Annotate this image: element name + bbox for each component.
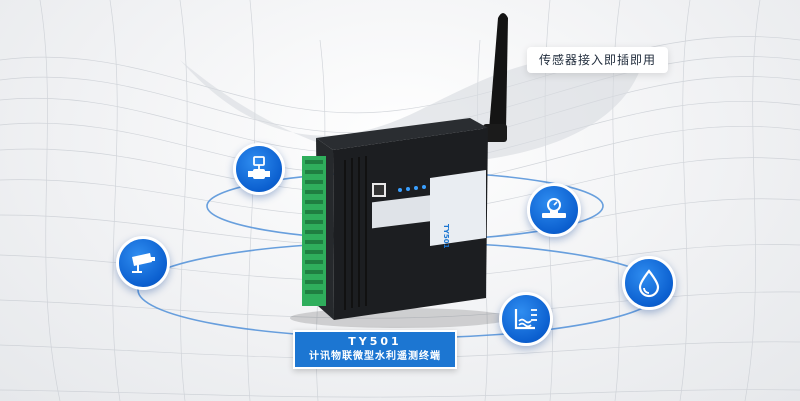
- product-model: TY501: [348, 335, 402, 348]
- water-level-icon: [499, 292, 553, 346]
- water-drop-icon: [622, 256, 676, 310]
- camera-icon: [116, 236, 170, 290]
- flowmeter-icon: [233, 143, 285, 195]
- product-description: 计讯物联微型水利遥测终端: [309, 351, 441, 362]
- terminal-block: [302, 156, 326, 306]
- product-title-box: TY501 计讯物联微型水利遥测终端: [293, 330, 457, 369]
- device-model-print: TY501: [442, 224, 450, 249]
- water-meter-icon: [527, 183, 581, 237]
- plug-and-play-badge: 传感器接入即插即用: [526, 47, 668, 73]
